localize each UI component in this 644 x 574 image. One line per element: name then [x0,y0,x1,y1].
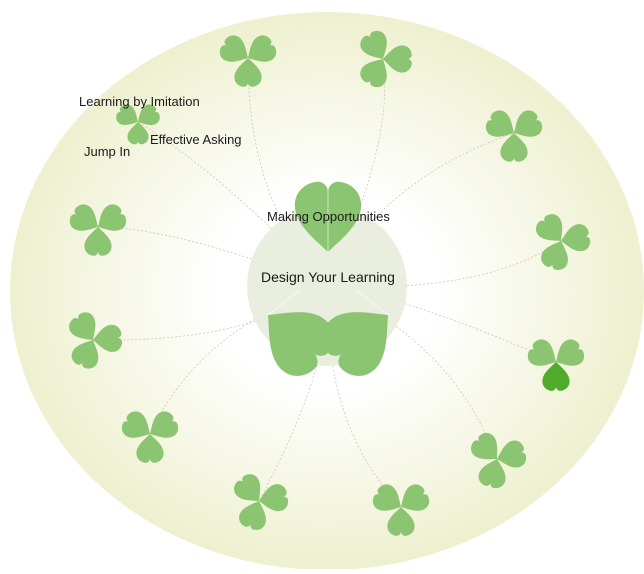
leaf-vein [267,289,301,316]
label-learning-by-imitation: Learning by Imitation [79,94,200,109]
label-jump-in: Jump In [84,144,131,159]
connector-line [326,240,562,288]
label-making-opportunities: Making Opportunities [267,209,390,224]
label-effective-asking: Effective Asking [150,132,242,147]
leaf-vein [355,289,389,316]
label-design-your-learning: Design Your Learning [261,269,395,285]
center-clover-icon [246,181,410,386]
connector-line [326,58,386,287]
